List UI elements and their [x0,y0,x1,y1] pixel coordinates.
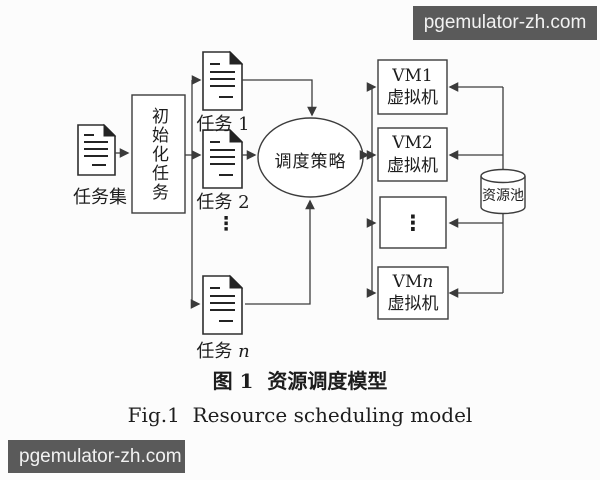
task1-label: 任务 1 [196,114,250,135]
taskn-label-prefix: 任务 [196,341,239,362]
figure-caption-en: Fig.1 Resource scheduling model [127,403,473,427]
task2-label: 任务 2 [196,192,250,213]
watermark-top-right: pgemulator-zh.com [413,6,597,40]
vm2-label: VM2 虚拟机 [378,128,447,181]
task-set-document-icon [77,123,117,176]
figure-caption-zh: 图 1 资源调度模型 [212,369,388,393]
init-task-box [131,94,186,214]
vm2-box [377,127,448,182]
init-task-label-text: 初始化任务 [148,106,168,202]
task2-document-icon [202,128,244,189]
vm1-subtitle: 虚拟机 [387,88,438,108]
vm1-name: VM1 [392,65,433,86]
vm1-label: VM1 虚拟机 [378,60,447,114]
resource-pool-label: 资源池 [482,188,524,204]
scheduler-label: 调度策略 [274,152,347,172]
task-ellipsis-dots: ⋮ [216,213,236,235]
resource-pool-cylinder-icon [480,168,526,215]
vm-ellipsis-dots: ⋮ [402,210,424,235]
vm1-box [377,59,448,115]
init-task-label: 初始化任务 [132,95,185,213]
vmn-subtitle: 虚拟机 [387,294,439,314]
taskn-label-var: n [238,341,250,362]
vm-dots-box [379,196,447,249]
taskn-document-icon [202,274,244,335]
vmn-label: VMn 虚拟机 [378,267,448,319]
vm2-name: VM2 [392,133,433,154]
vmn-name-prefix: VM [392,271,423,292]
task1-document-icon [202,50,244,111]
vmn-name: VMn [393,271,434,293]
taskn-label: 任务 n [191,337,255,363]
vmn-name-var: n [422,271,434,292]
task-set-label: 任务集 [73,187,127,208]
vmn-box [377,266,449,320]
watermark-bottom-left: pgemulator-zh.com [8,440,185,473]
vm2-subtitle: 虚拟机 [387,155,438,176]
